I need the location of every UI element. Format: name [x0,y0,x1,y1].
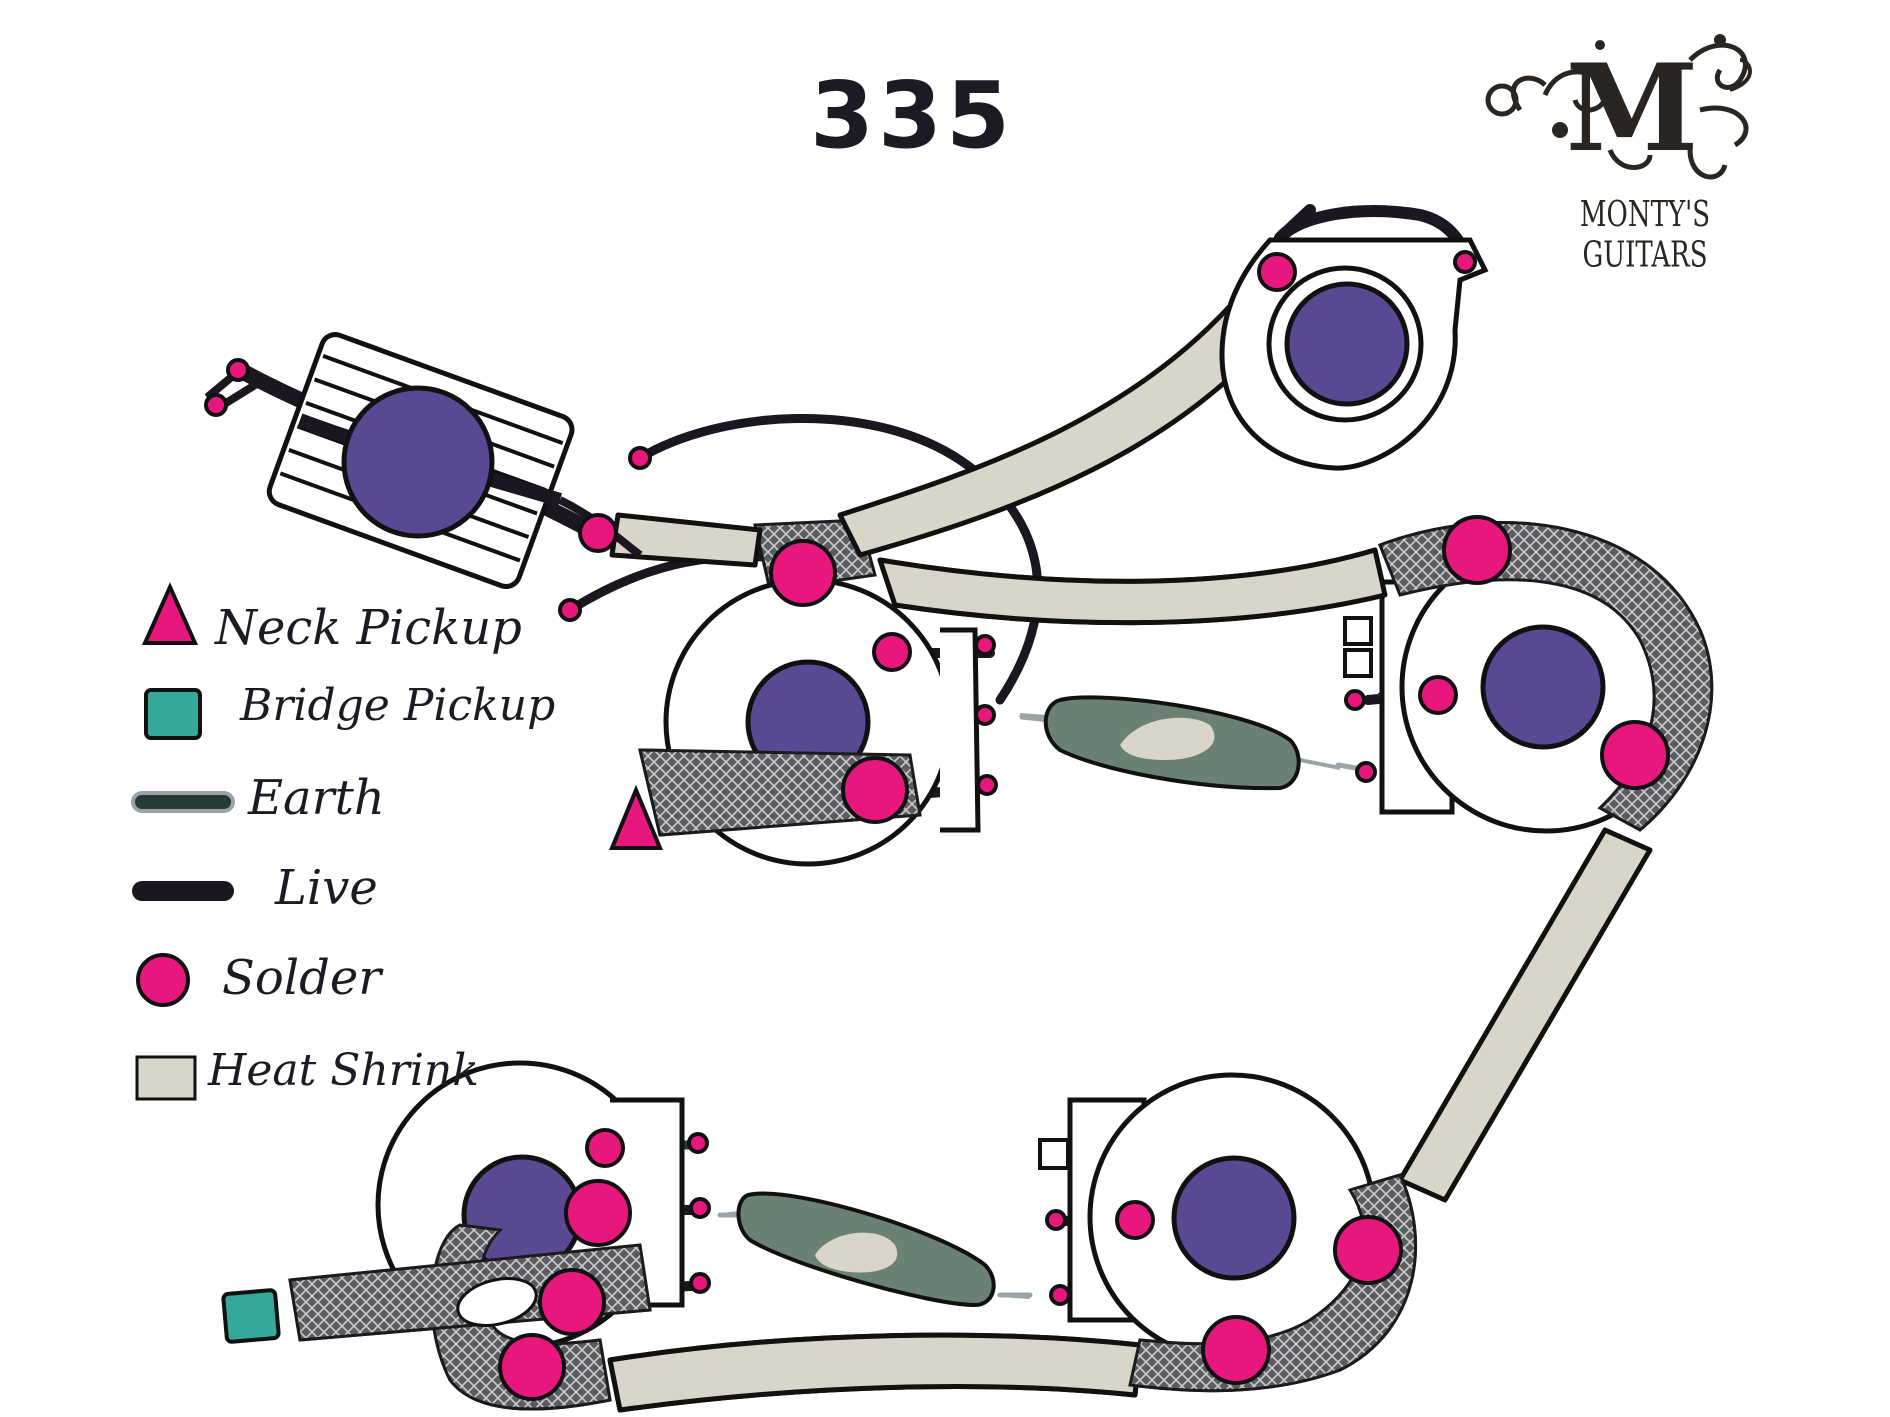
legend-label-solder: Solder [222,950,382,1006]
legend-solder-symbol [136,953,190,1007]
solder-point [1115,1200,1155,1240]
neck-tone-capacitor [1019,695,1341,791]
solder-point [498,1333,566,1401]
braided-cable [1378,521,1714,832]
solder-point [1418,675,1458,715]
solder-point [585,1128,625,1168]
solder-point [1049,1284,1071,1306]
montys-guitars-logo: M [1485,34,1752,180]
solder-point [1453,250,1477,274]
bridge-tone-capacitor [719,1191,1031,1308]
solder-point [689,1197,711,1219]
neck-volume-pot [638,577,981,867]
brand-name: MONTY'S GUITARS [1579,195,1711,276]
solder-point [628,446,652,470]
jack-socket [1284,281,1410,407]
solder-point [841,756,909,824]
solder-point [578,513,618,553]
logo-monogram: M [1566,38,1699,179]
legend-neck-pickup-symbol [141,582,199,645]
solder-point [1344,689,1366,711]
solder-point [872,632,912,672]
solder-point [1355,761,1377,783]
solder-point [687,1132,709,1154]
solder-points [498,515,1670,1401]
solder-point [204,393,228,417]
heat-shrink-sleeve [607,1332,1143,1413]
heat-shrink-sleeve [877,547,1388,626]
solder-point [1201,1315,1271,1385]
bridge-pickup-lead-marker [221,1288,281,1344]
pot-shaft [1480,624,1606,750]
neck-pickup-lead-marker [609,784,663,850]
legend-label-earth: Earth [248,770,385,826]
switch-knob [341,385,495,539]
legend-label-bridge-pickup: Bridge Pickup [240,680,556,731]
solder-point [1442,515,1512,585]
solder-point [1600,720,1670,790]
solder-point [538,1268,606,1336]
solder-point [558,598,582,622]
legend-label-neck-pickup: Neck Pickup [215,600,522,656]
solder-point [1333,1215,1403,1285]
solder-point [1257,252,1297,292]
pickup-selector-switch [266,332,643,589]
diagram-title: 335 [810,62,1015,169]
legend-label-heat-shrink: Heat Shrink [208,1045,479,1096]
foil-wrap [456,1277,538,1327]
solder-point [976,774,998,796]
legend-symbols [131,582,235,1101]
pot-shaft [1171,1155,1297,1281]
solder-point [1045,1209,1067,1231]
solder-point [974,704,996,726]
legend-heat-shrink-symbol [135,1055,197,1101]
legend-bridge-pickup-symbol [144,688,202,740]
solder-point [769,539,837,607]
solder-point [974,634,996,656]
solder-point [564,1179,632,1247]
output-jack [1219,237,1489,471]
solder-point [689,1272,711,1294]
legend-label-live: Live [275,860,378,916]
solder-point [226,358,250,382]
